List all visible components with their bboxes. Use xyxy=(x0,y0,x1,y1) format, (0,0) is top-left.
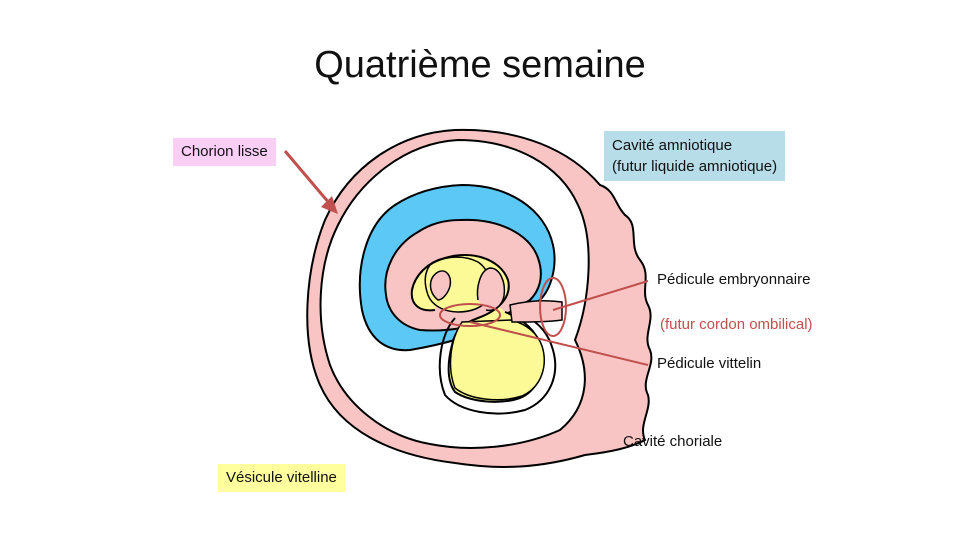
label-vesicule-vitelline: Vésicule vitelline xyxy=(218,464,345,492)
label-futur-cordon: (futur cordon ombilical) xyxy=(660,316,813,333)
embryo-fold-right xyxy=(476,267,506,312)
label-pedicule-embryonnaire: Pédicule embryonnaire xyxy=(657,271,811,288)
chorion-lisse-text: Chorion lisse xyxy=(181,143,268,160)
label-pedicule-vittelin: Pédicule vittelin xyxy=(657,355,762,372)
embryonic-stalk-pointer xyxy=(552,280,649,311)
vitelline-stalk-ellipse xyxy=(439,303,501,327)
label-chorion-lisse: Chorion lisse xyxy=(173,138,276,166)
connecting-stalk xyxy=(509,300,563,323)
embryo-fold-left xyxy=(429,270,452,301)
vesicule-vitelline-text: Vésicule vitelline xyxy=(226,469,337,486)
label-cavite-choriale: Cavité choriale xyxy=(623,433,723,450)
chorion-arrowhead xyxy=(321,196,338,214)
yolk-sac-fill xyxy=(449,319,545,401)
cavite-amniotique-line2: (futur liquide amniotique) xyxy=(612,158,778,175)
label-cavite-amniotique: Cavité amniotique (futur liquide amnioti… xyxy=(604,131,786,181)
vitelline-stalk-pointer xyxy=(469,321,649,366)
cavite-amniotique-line1: Cavité amniotique xyxy=(612,137,733,154)
chorion-arrow xyxy=(283,150,337,211)
slide-title: Quatrième semaine xyxy=(314,44,646,86)
